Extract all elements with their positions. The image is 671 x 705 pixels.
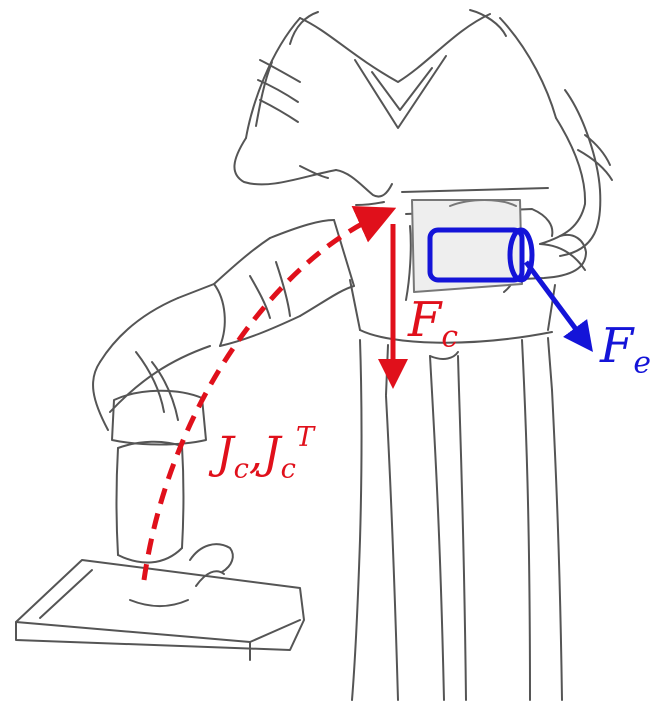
contact-force-label: Fc: [408, 296, 458, 344]
external-force-subscript: e: [633, 345, 651, 380]
external-force-symbol: F: [600, 318, 633, 374]
contact-force-subscript: c: [441, 319, 458, 354]
jacobian-transpose-subscript: c: [281, 454, 296, 485]
contact-force-symbol: F: [408, 292, 441, 348]
jacobian-transpose-superscript: T: [296, 422, 314, 453]
human-figure: [234, 10, 612, 700]
external-force-label: Fe: [600, 322, 651, 370]
external-force-arrow: [526, 262, 584, 340]
jacobian-transpose-symbol: J: [263, 428, 281, 479]
jacobian-trajectory: [144, 216, 378, 580]
jacobian-subscript: c: [234, 454, 249, 485]
jacobian-separator: ,: [249, 428, 263, 479]
jacobian-symbol: J: [216, 428, 234, 479]
end-effector-cylinder: [412, 200, 532, 292]
jacobian-label: Jc,JcT: [216, 432, 314, 476]
